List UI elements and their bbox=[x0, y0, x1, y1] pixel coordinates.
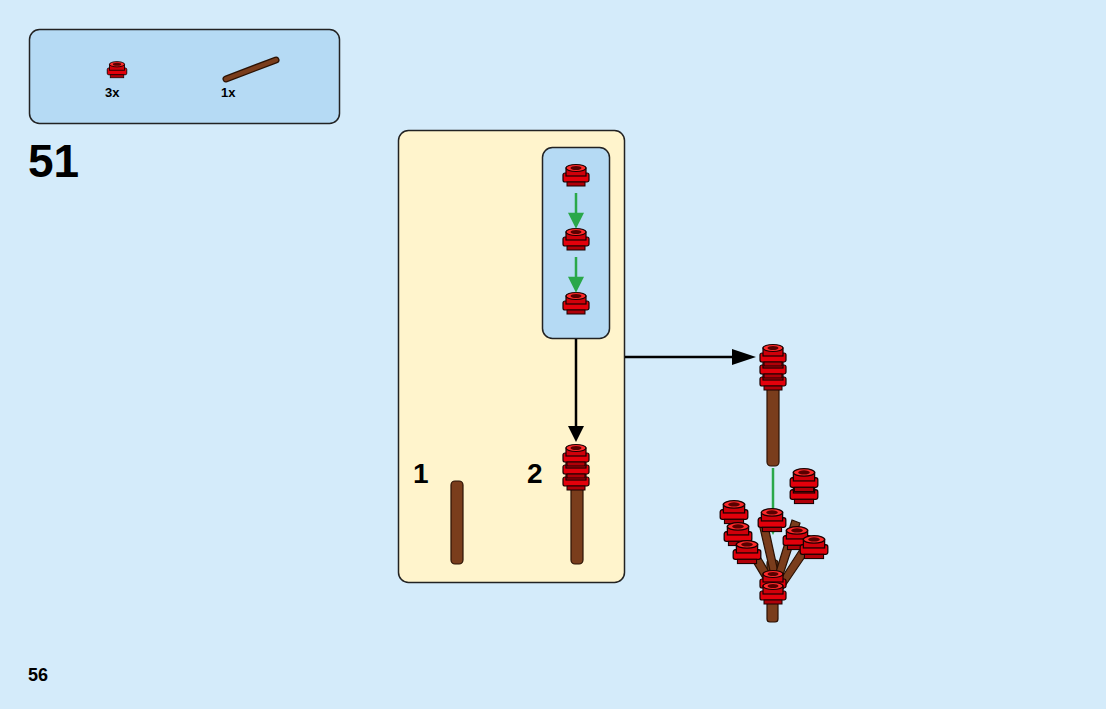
part-count: 3x bbox=[105, 86, 119, 99]
page-number: 56 bbox=[28, 666, 48, 684]
parts-panel: 3x 1x bbox=[29, 29, 340, 124]
part-count: 1x bbox=[221, 86, 235, 99]
substep-number: 1 bbox=[413, 460, 429, 488]
substep-number: 2 bbox=[527, 460, 543, 488]
substep-panel: 12 bbox=[398, 130, 625, 583]
step-number: 51 bbox=[28, 138, 79, 184]
